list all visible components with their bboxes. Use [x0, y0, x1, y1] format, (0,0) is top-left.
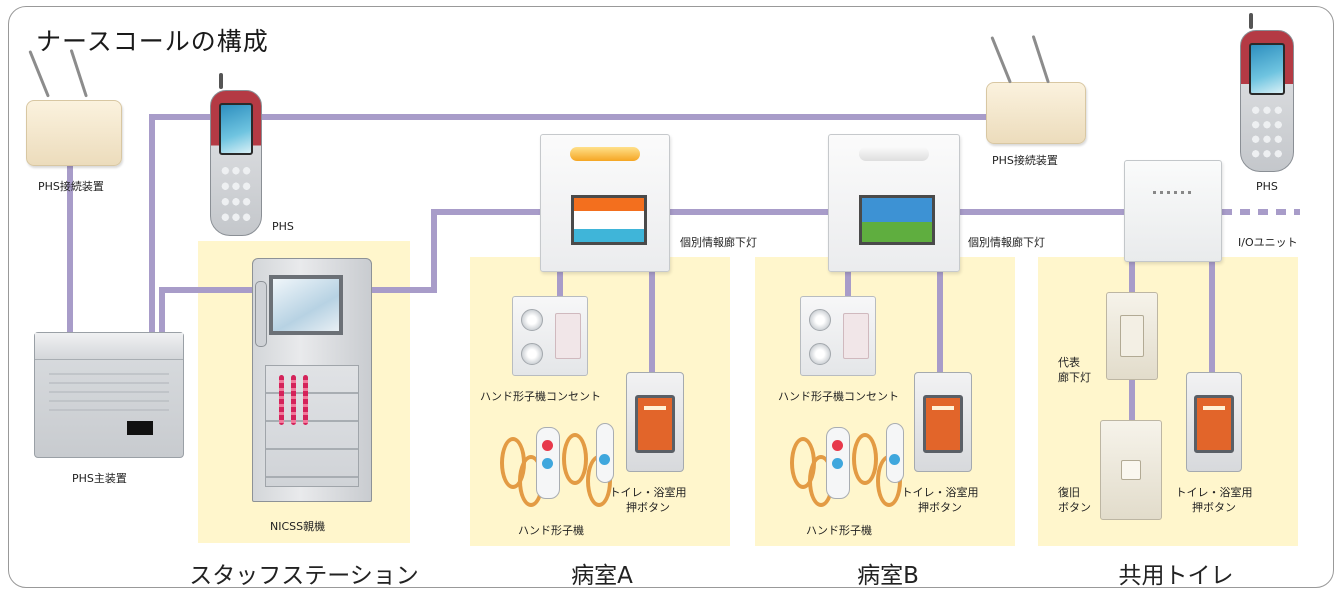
corridor-lamp-a-label: 個別情報廊下灯	[680, 236, 757, 249]
toilet-bath-button-shared	[1186, 372, 1242, 472]
hand-nurse-call-a	[500, 415, 630, 520]
toilet-bath-button-b	[914, 372, 972, 472]
phs-handset-left-label: PHS	[272, 220, 294, 233]
zone-label-shared-toilet: 共用トイレ	[1118, 563, 1234, 589]
rep-lamp-label-1: 代表	[1058, 356, 1080, 369]
push-btn-a-label-2: 押ボタン	[626, 501, 670, 514]
phs-main-unit	[34, 332, 184, 458]
hand-nurse-call-b	[790, 415, 920, 520]
reset-btn-label-1: 復旧	[1058, 486, 1080, 499]
phs-base-station-right	[986, 34, 1086, 144]
phs-base-left-label: PHS接続装置	[38, 180, 104, 193]
line-backbone	[372, 209, 540, 293]
diagram-title: ナースコールの構成	[36, 27, 269, 56]
zone-shared-toilet	[1038, 257, 1298, 546]
push-btn-t-label-2: 押ボタン	[1192, 501, 1236, 514]
push-btn-a-label-1: トイレ・浴室用	[609, 486, 687, 499]
diagram-frame	[8, 6, 1334, 588]
phs-base-right-label: PHS接続装置	[992, 154, 1058, 167]
reset-button	[1100, 420, 1162, 520]
line-phs-upper	[149, 114, 1000, 332]
phs-base-station-left	[26, 48, 122, 166]
line-main-to-nicss	[159, 287, 252, 332]
zone-label-room-a: 病室A	[571, 563, 633, 589]
handset-a-label: ハンド形子機	[518, 524, 584, 537]
outlet-b-label: ハンド形子機コンセント	[778, 390, 899, 403]
phs-handset-right	[1240, 13, 1294, 172]
handset-outlet-a	[512, 296, 588, 376]
push-btn-b-label-2: 押ボタン	[918, 501, 962, 514]
outlet-a-label: ハンド形子機コンセント	[480, 390, 601, 403]
corridor-lamp-b	[828, 134, 960, 272]
io-unit	[1124, 160, 1222, 262]
phs-main-unit-label: PHS主装置	[72, 472, 127, 485]
corridor-lamp-b-label: 個別情報廊下灯	[968, 236, 1045, 249]
zone-label-room-b: 病室B	[857, 563, 919, 589]
handset-b-label: ハンド形子機	[806, 524, 872, 537]
toilet-bath-button-a	[626, 372, 684, 472]
zone-label-staff-station: スタッフステーション	[189, 563, 419, 589]
io-unit-label: I/Oユニット	[1238, 236, 1298, 249]
phs-handset-right-label: PHS	[1256, 180, 1278, 193]
handset-outlet-b	[800, 296, 876, 376]
reset-btn-label-2: ボタン	[1058, 501, 1091, 514]
push-btn-t-label-1: トイレ・浴室用	[1175, 486, 1253, 499]
push-btn-b-label-1: トイレ・浴室用	[901, 486, 979, 499]
corridor-lamp-a	[540, 134, 670, 272]
phs-handset-left	[210, 73, 262, 236]
nicss-label: NICSS親機	[270, 520, 326, 533]
nicss-console	[252, 258, 372, 502]
representative-corridor-lamp	[1106, 292, 1158, 380]
rep-lamp-label-2: 廊下灯	[1058, 371, 1091, 384]
